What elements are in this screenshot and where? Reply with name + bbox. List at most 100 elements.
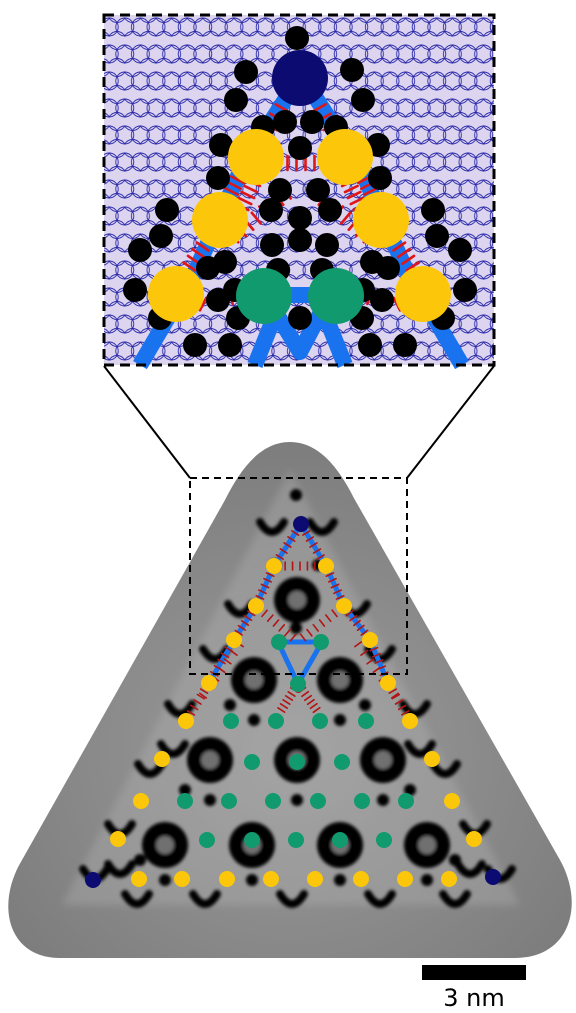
zoom-connector-right xyxy=(407,366,494,478)
stm-dot xyxy=(159,874,171,886)
green-molecule xyxy=(332,832,348,848)
inset-black-atom xyxy=(288,306,312,330)
stm-dot xyxy=(359,699,371,711)
navy-molecule xyxy=(293,516,309,532)
inset-black-atom xyxy=(149,224,173,248)
inset-navy-molecule xyxy=(272,50,328,106)
gold-molecule xyxy=(263,871,279,887)
inset-black-atom xyxy=(448,238,472,262)
red-spring-bond xyxy=(278,562,323,570)
inset-black-atom xyxy=(358,333,382,357)
green-molecule xyxy=(310,793,326,809)
green-molecule xyxy=(221,793,237,809)
green-molecule xyxy=(271,634,287,650)
inset-black-atom xyxy=(183,333,207,357)
inset-black-atom xyxy=(453,278,477,302)
gold-molecule xyxy=(154,751,170,767)
inset-black-atom xyxy=(206,166,230,190)
gold-molecule xyxy=(353,871,369,887)
inset-black-atom xyxy=(370,288,394,312)
gold-molecule xyxy=(219,871,235,887)
inset-black-atom xyxy=(425,224,449,248)
inset-gold-molecule xyxy=(192,192,248,248)
gold-molecule xyxy=(444,793,460,809)
inset-black-atom xyxy=(128,238,152,262)
stm-dot xyxy=(246,874,258,886)
inset-black-atom xyxy=(306,178,330,202)
stm-dot xyxy=(334,874,346,886)
green-molecule xyxy=(265,793,281,809)
zoom-inset xyxy=(104,15,494,365)
green-molecule xyxy=(177,793,193,809)
stm-dot xyxy=(291,794,303,806)
inset-gold-molecule xyxy=(353,192,409,248)
stm-pore-center xyxy=(156,836,174,854)
gold-molecule xyxy=(318,558,334,574)
green-molecule xyxy=(199,832,215,848)
stm-dot xyxy=(290,489,302,501)
stm-dot xyxy=(224,699,236,711)
green-molecule xyxy=(244,754,260,770)
gold-molecule xyxy=(466,831,482,847)
gold-molecule xyxy=(131,871,147,887)
navy-molecule xyxy=(85,872,101,888)
stm-dot xyxy=(134,854,146,866)
inset-green-molecule xyxy=(308,268,364,324)
inset-black-atom xyxy=(351,88,375,112)
inset-black-atom xyxy=(234,60,258,84)
gold-molecule xyxy=(266,558,282,574)
green-molecule xyxy=(244,832,260,848)
gold-molecule xyxy=(336,598,352,614)
gold-molecule xyxy=(424,751,440,767)
green-molecule xyxy=(223,713,239,729)
gold-molecule xyxy=(307,871,323,887)
inset-black-atom xyxy=(259,198,283,222)
scale-bar xyxy=(422,965,526,980)
navy-molecule xyxy=(485,869,501,885)
inset-black-atom xyxy=(421,198,445,222)
inset-gold-molecule xyxy=(395,266,451,322)
gold-molecule xyxy=(226,632,242,648)
inset-black-atom xyxy=(318,198,342,222)
inset-black-atom xyxy=(285,26,309,50)
inset-black-atom xyxy=(196,256,220,280)
gold-molecule xyxy=(402,713,418,729)
inset-black-atom xyxy=(288,136,312,160)
green-molecule xyxy=(288,832,304,848)
inset-black-atom xyxy=(224,88,248,112)
green-molecule xyxy=(334,754,350,770)
gold-molecule xyxy=(397,871,413,887)
inset-black-atom xyxy=(260,233,284,257)
inset-green-molecule xyxy=(236,268,292,324)
inset-black-atom xyxy=(123,278,147,302)
green-molecule xyxy=(354,793,370,809)
inset-gold-molecule xyxy=(317,129,373,185)
gold-molecule xyxy=(178,713,194,729)
gold-molecule xyxy=(441,871,457,887)
gold-molecule xyxy=(201,675,217,691)
green-molecule xyxy=(290,676,306,692)
green-molecule xyxy=(313,634,329,650)
gold-molecule xyxy=(380,675,396,691)
gold-molecule xyxy=(248,598,264,614)
inset-black-atom xyxy=(218,333,242,357)
gold-molecule xyxy=(174,871,190,887)
green-molecule xyxy=(312,713,328,729)
inset-black-atom xyxy=(300,110,324,134)
inset-gold-molecule xyxy=(228,129,284,185)
inset-black-atom xyxy=(288,206,312,230)
zoom-connector-left xyxy=(104,366,190,478)
green-molecule xyxy=(289,754,305,770)
gold-molecule xyxy=(110,831,126,847)
stm-pore-center xyxy=(418,836,436,854)
inset-black-atom xyxy=(368,166,392,190)
stm-pore-center xyxy=(374,751,392,769)
inset-black-atom xyxy=(315,233,339,257)
stm-dot xyxy=(421,874,433,886)
green-molecule xyxy=(376,832,392,848)
scale-bar-label: 3 nm xyxy=(414,984,534,1012)
stm-pore-center xyxy=(288,591,306,609)
stm-dot xyxy=(290,622,302,634)
stm-dot xyxy=(377,794,389,806)
green-molecule xyxy=(358,713,374,729)
